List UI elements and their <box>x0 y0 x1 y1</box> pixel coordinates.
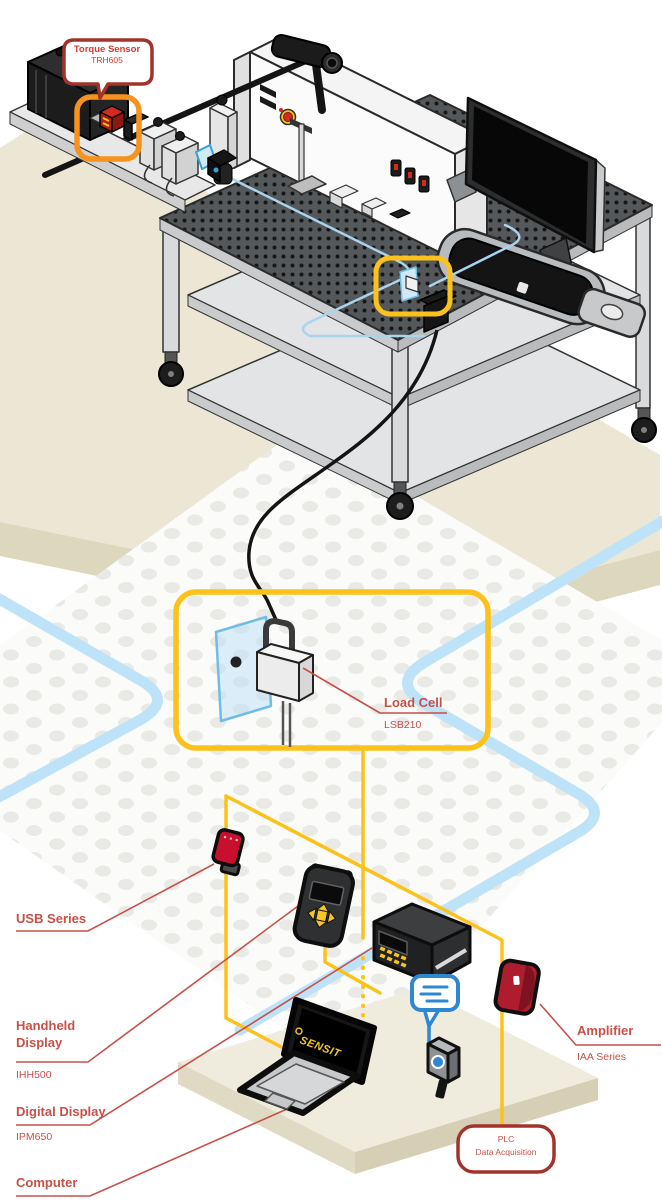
magnified-cable-route <box>234 515 662 1036</box>
amplifier-label: Amplifier <box>577 1023 634 1038</box>
load-cell-cable <box>247 329 439 621</box>
sensor-icon <box>426 1036 461 1099</box>
torque-sensor-label: Torque Sensor TRH605 <box>63 44 151 65</box>
load-cell-icon <box>256 618 314 702</box>
detail-zoom-box <box>173 589 491 751</box>
leader-lines <box>16 863 661 1197</box>
table-cable-route <box>208 166 426 338</box>
handheld-display-icon <box>292 863 355 948</box>
laptop-icon: SENSIT <box>237 997 377 1116</box>
usb-series-label: USB Series <box>16 911 87 926</box>
motor-assembly <box>9 38 237 213</box>
torque-sensor-title: Torque Sensor <box>73 44 141 55</box>
load-cell-leader-line <box>302 667 447 714</box>
panel-switches <box>390 159 430 193</box>
camera-icon <box>270 34 343 74</box>
chat-bubble-icon <box>410 974 460 1028</box>
mouse-tray <box>577 287 647 338</box>
torque-sensor-highlight <box>74 94 142 162</box>
torque-sensor-callout <box>62 38 154 100</box>
handheld-display-model: IHH500 <box>16 1069 52 1081</box>
handheld-display-label: Handheld Display <box>16 1018 76 1050</box>
load-cell-model: LSB210 <box>384 719 422 731</box>
load-cell-detail <box>173 589 491 751</box>
caster-right <box>631 407 657 443</box>
background-planes <box>0 108 662 1174</box>
plc-label: PLC Data Acquisition <box>458 1133 554 1159</box>
load-cell-title: Load Cell <box>384 695 443 710</box>
caster-left <box>158 351 184 387</box>
table-fixtures <box>208 94 521 621</box>
load-cell-highlight <box>373 255 453 317</box>
usb-stick-icon <box>211 828 245 877</box>
amplifier-model: IAA Series <box>577 1051 627 1063</box>
plc-badge <box>456 1124 556 1174</box>
plc-line1: PLC <box>497 1134 515 1144</box>
plc-line2: Data Acquisition <box>475 1146 537 1157</box>
amplifier-icon <box>493 958 541 1016</box>
digital-display-label: Digital Display <box>16 1104 106 1119</box>
caster-front <box>386 481 414 520</box>
torque-sensor-icon <box>99 105 125 133</box>
digital-display-model: IPM650 <box>16 1131 53 1143</box>
torque-sensor-model: TRH605 <box>91 55 123 65</box>
computer-label: Computer <box>16 1175 78 1190</box>
daq-display-icon <box>372 902 472 985</box>
